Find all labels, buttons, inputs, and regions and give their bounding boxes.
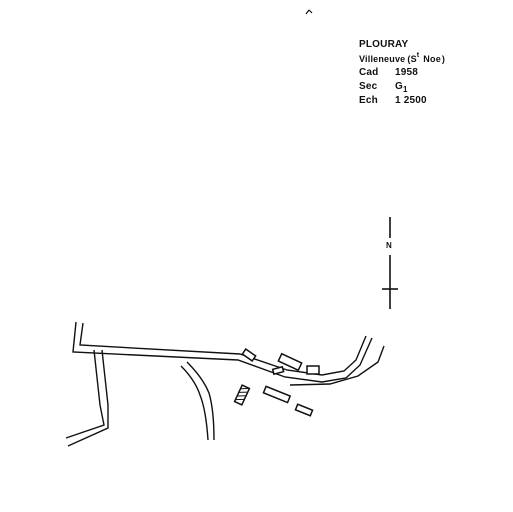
building	[241, 348, 257, 362]
commune-row: PLOURAY	[359, 38, 445, 52]
ech-row: Ech 1 2500	[359, 94, 445, 108]
buildings	[241, 348, 320, 417]
left-road	[65, 349, 109, 447]
main-road	[72, 321, 385, 386]
building	[262, 385, 292, 404]
village-paren-close: )	[441, 54, 446, 64]
ech-value: 1 2500	[395, 95, 427, 106]
village-paren-open: (	[407, 54, 411, 64]
building	[294, 403, 314, 417]
commune-name: PLOURAY	[359, 39, 409, 50]
north-label: N	[386, 241, 392, 250]
north-arrow-icon	[382, 217, 398, 309]
hatched-building	[233, 384, 251, 406]
cad-value: 1958	[395, 67, 419, 78]
building	[306, 365, 320, 375]
sec-value: G1	[395, 80, 408, 94]
sec-subscript: 1	[402, 85, 408, 94]
corner-tick	[305, 9, 313, 15]
village-saint: S	[410, 54, 417, 64]
sec-label: Sec	[359, 81, 378, 92]
village-name: Noe	[423, 54, 441, 64]
building	[271, 365, 285, 376]
village-saint-sup: t	[416, 52, 420, 59]
building	[277, 352, 303, 372]
cad-label: Cad	[359, 67, 379, 78]
sec-row: Sec G1	[359, 80, 445, 94]
cad-row: Cad 1958	[359, 66, 445, 80]
ech-label: Ech	[359, 95, 378, 106]
middle-road	[180, 361, 215, 441]
village-prefix: Villeneuve	[359, 54, 406, 64]
sec-letter: G	[395, 81, 403, 92]
